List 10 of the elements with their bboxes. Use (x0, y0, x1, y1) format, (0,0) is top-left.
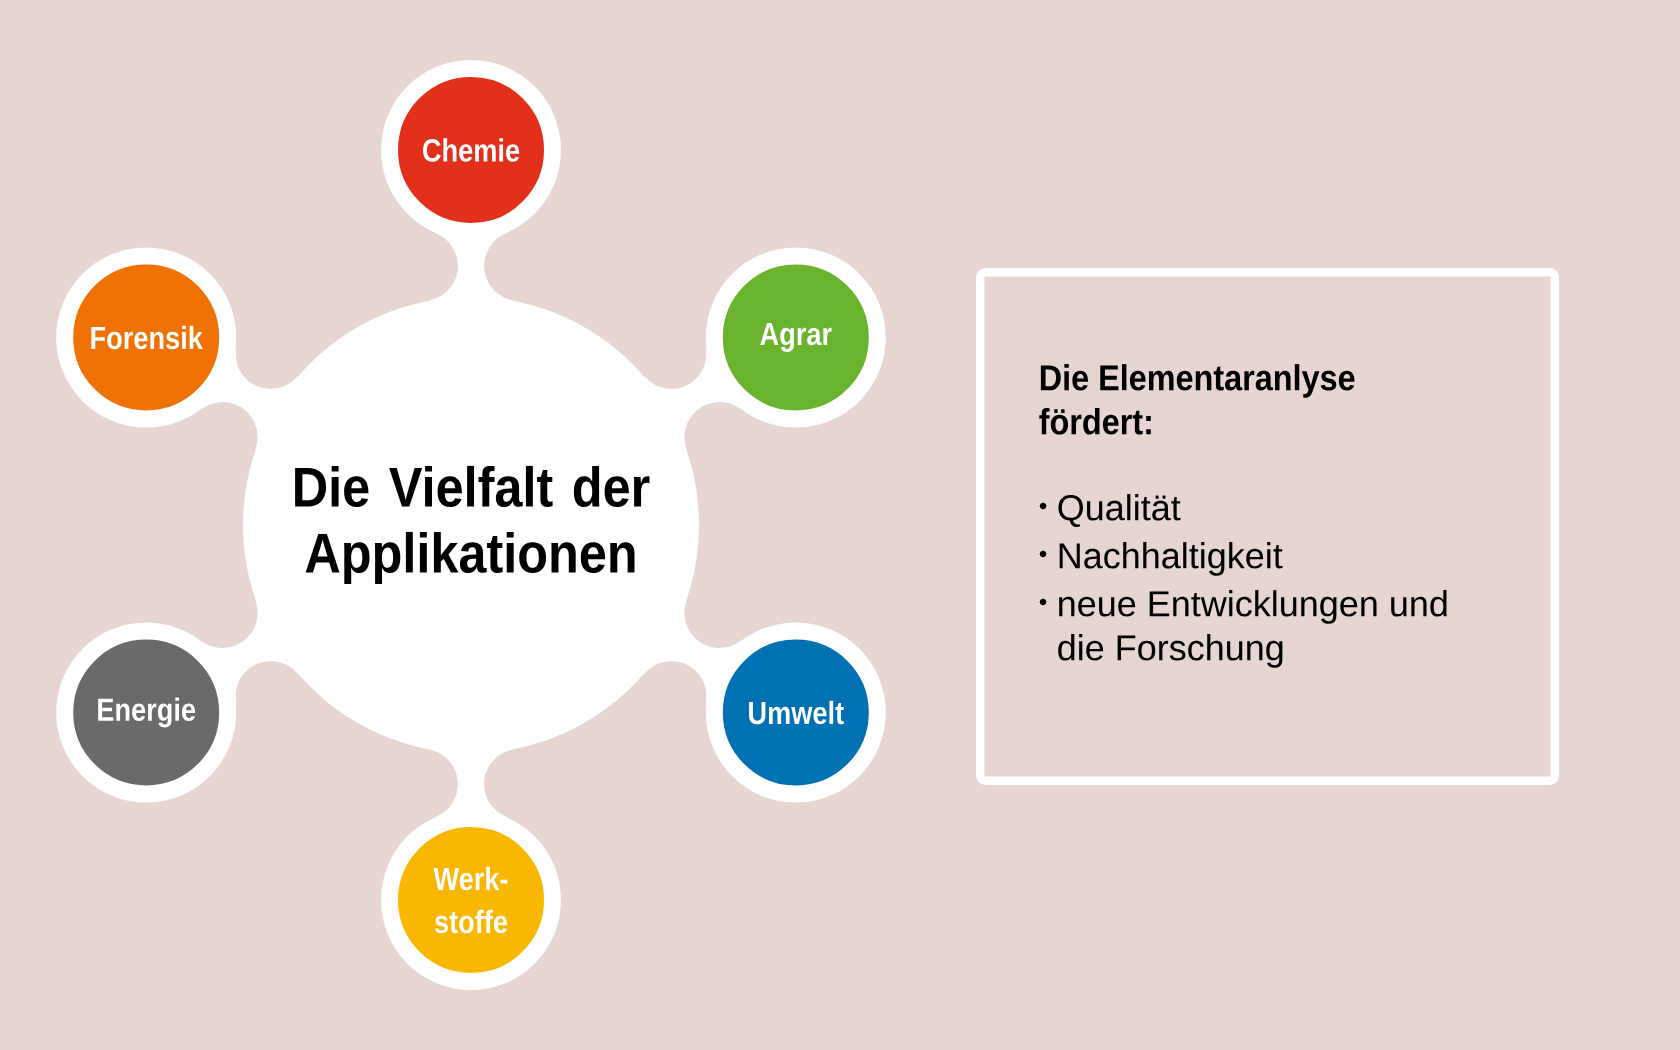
box-heading: Die Elementaranlyse fördert: (1039, 364, 1355, 435)
list-item: Nachhaltigkeit (1059, 542, 1283, 576)
neck-connector (200, 348, 299, 450)
neck-connector (428, 748, 514, 818)
neck-connector (643, 600, 742, 702)
neck-connector (200, 600, 299, 702)
neck-connector (643, 348, 742, 450)
list-item: neue Entwicklungen und die Forschung (1058, 590, 1447, 668)
list-item: Qualität (1058, 494, 1181, 527)
neck-connector (428, 232, 514, 302)
